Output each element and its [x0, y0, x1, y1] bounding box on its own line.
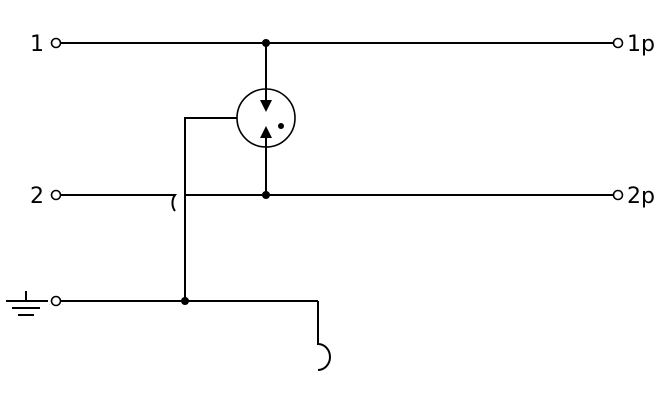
junction-line-1 — [262, 39, 270, 47]
label-terminal-2: 2 — [30, 184, 44, 209]
ground-icon — [6, 291, 48, 316]
terminal-ground — [50, 295, 62, 307]
label-terminal-1p: 1p — [627, 32, 655, 57]
label-terminal-2p: 2p — [627, 184, 655, 209]
terminal-1-in — [50, 37, 62, 49]
terminal-2-in — [50, 189, 62, 201]
gas-discharge-tube-icon — [236, 43, 296, 195]
ground-link-wire — [184, 117, 237, 301]
line-2-wire — [61, 194, 613, 212]
terminal-2-out — [612, 189, 624, 201]
label-terminal-1: 1 — [30, 32, 44, 57]
junction-ground — [181, 297, 189, 305]
ground-tail-wire — [317, 301, 331, 371]
terminal-1-out — [612, 37, 624, 49]
junction-line-2 — [262, 191, 270, 199]
